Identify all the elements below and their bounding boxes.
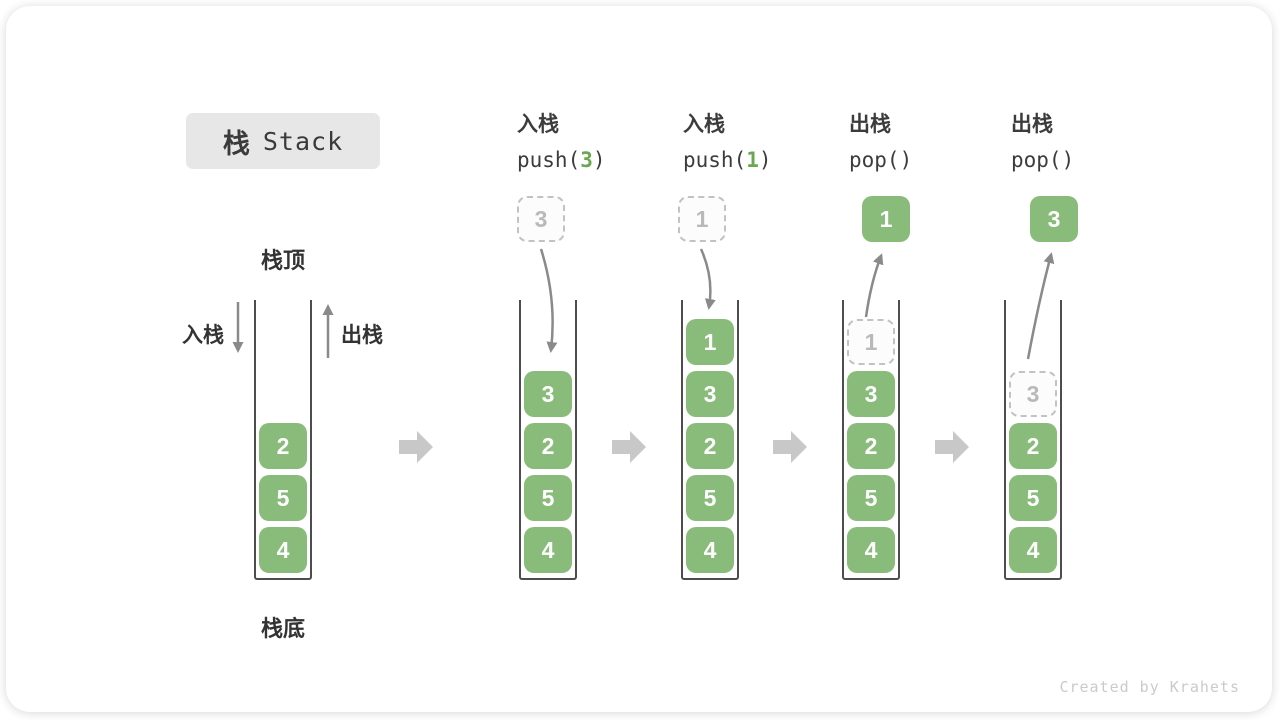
stack-item: 5 [259,475,307,521]
op-header-push-1: 入栈 push(1) [683,108,772,172]
op-code-suffix: ) [899,148,913,172]
stack-item: 2 [1009,423,1057,469]
stack-bottom-label: 栈底 [260,616,305,641]
op-code-prefix: push( [683,148,747,172]
stack-item: 3 [524,371,572,417]
op-header-pop-2: 出栈 pop() [1011,108,1074,172]
title-box: 栈 Stack [186,113,380,169]
op-code-arg: 3 [580,148,593,172]
op-header-pop-1: 出栈 pop() [849,108,912,172]
stack-item: 4 [259,527,307,573]
floating-item-popped: 1 [862,196,910,242]
stack-item: 2 [686,423,734,469]
stack-item: 4 [686,527,734,573]
title-zh-label: 栈 [222,128,250,159]
op-code-prefix: pop( [1011,148,1062,172]
op-code-prefix: push( [517,148,581,172]
floating-item-dashed: 3 [517,196,565,242]
ghost-item: 3 [1009,371,1057,417]
op-code-suffix: ) [592,148,606,172]
stack-item: 5 [847,475,895,521]
stack-item: 4 [524,527,572,573]
stack-item: 4 [1009,527,1057,573]
op-zh-label: 入栈 [683,113,725,136]
op-code-label: push(3) [517,148,606,172]
stack-container-4: 1 3 2 5 4 [842,300,900,580]
op-code-suffix: ) [758,148,772,172]
op-zh-label: 出栈 [1011,113,1053,136]
push-side-label: 入栈 [182,324,224,347]
ghost-item: 1 [847,319,895,365]
stack-item: 1 [686,319,734,365]
stack-item: 4 [847,527,895,573]
stack-item: 5 [686,475,734,521]
diagram-panel [6,6,1272,712]
op-code-arg: 1 [746,148,759,172]
stack-container-1: 2 5 4 [254,300,312,580]
stack-item: 2 [847,423,895,469]
stack-item: 2 [524,423,572,469]
stack-item: 3 [847,371,895,417]
stack-container-5: 3 2 5 4 [1004,300,1062,580]
stack-item: 3 [686,371,734,417]
op-header-push-3: 入栈 push(3) [517,108,606,172]
stack-container-3: 1 3 2 5 4 [681,300,739,580]
stack-item: 5 [1009,475,1057,521]
stack-top-label: 栈顶 [260,248,305,273]
op-zh-label: 入栈 [517,113,559,136]
op-code-label: pop() [849,148,912,172]
floating-item-dashed: 1 [678,196,726,242]
op-zh-label: 出栈 [849,113,891,136]
pop-side-label: 出栈 [341,324,383,347]
stack-item: 2 [259,423,307,469]
stack-item: 5 [524,475,572,521]
title-en-label: Stack [262,126,344,156]
op-code-prefix: pop( [849,148,900,172]
floating-item-popped: 3 [1030,196,1078,242]
op-code-suffix: ) [1061,148,1075,172]
op-code-label: push(1) [683,148,772,172]
watermark: Created by Krahets [1059,678,1240,696]
op-code-label: pop() [1011,148,1074,172]
stack-container-2: 3 2 5 4 [519,300,577,580]
